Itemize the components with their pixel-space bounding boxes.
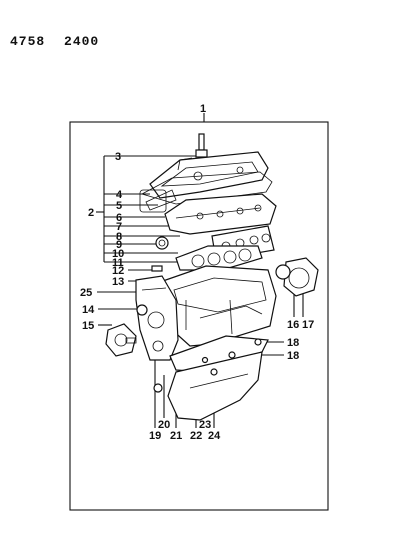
diagram-header: 4758 2400 — [10, 34, 109, 49]
head-gasket — [175, 245, 263, 271]
callout-4: 4 — [116, 189, 123, 201]
bolt-part-12 — [151, 265, 163, 272]
callout-16: 16 — [287, 319, 299, 331]
callout-19: 19 — [149, 430, 161, 442]
callout-20: 20 — [158, 419, 170, 431]
callout-15: 15 — [82, 320, 94, 332]
rocker-cover — [149, 151, 269, 199]
callout-10: 10 — [112, 248, 124, 260]
seal-part-14 — [136, 304, 148, 316]
callout-23: 23 — [199, 419, 211, 431]
callout-5: 5 — [116, 200, 122, 212]
callout-18-upper: 18 — [287, 337, 299, 349]
callout-25: 25 — [80, 287, 92, 299]
callout-14: 14 — [82, 304, 95, 316]
group-code: 4758 — [10, 34, 46, 49]
rocker-cover-gasket — [139, 171, 273, 213]
callout-8: 8 — [116, 231, 122, 243]
callout-22: 22 — [190, 430, 202, 442]
callout-18-lower: 18 — [287, 350, 299, 362]
callout-13: 13 — [112, 276, 124, 288]
cylinder-head — [164, 193, 277, 235]
water-pump-part-15 — [105, 323, 137, 357]
figure-code: 2400 — [64, 34, 100, 49]
callout-21: 21 — [170, 430, 182, 442]
callout-7: 7 — [116, 221, 122, 233]
diagram-frame — [69, 121, 329, 511]
oil-pan — [167, 351, 263, 421]
callout-12: 12 — [112, 265, 124, 277]
rear-seal-part-16-17 — [275, 257, 319, 297]
bracket-2 — [96, 156, 105, 262]
callout-2: 2 — [88, 207, 94, 219]
oil-seal-part-9 — [155, 236, 169, 250]
callout-3: 3 — [115, 151, 121, 163]
bolt-part-3 — [195, 133, 208, 158]
callout-24: 24 — [208, 430, 221, 442]
callout-1: 1 — [200, 103, 206, 115]
drain-parts — [153, 338, 262, 393]
callout-labels: 1 2 3 4 5 6 7 8 9 10 11 12 13 14 15 16 1… — [80, 103, 314, 442]
callout-17: 17 — [302, 319, 314, 331]
callout-6: 6 — [116, 212, 122, 224]
callout-9: 9 — [116, 239, 122, 251]
callout-11: 11 — [112, 257, 124, 269]
